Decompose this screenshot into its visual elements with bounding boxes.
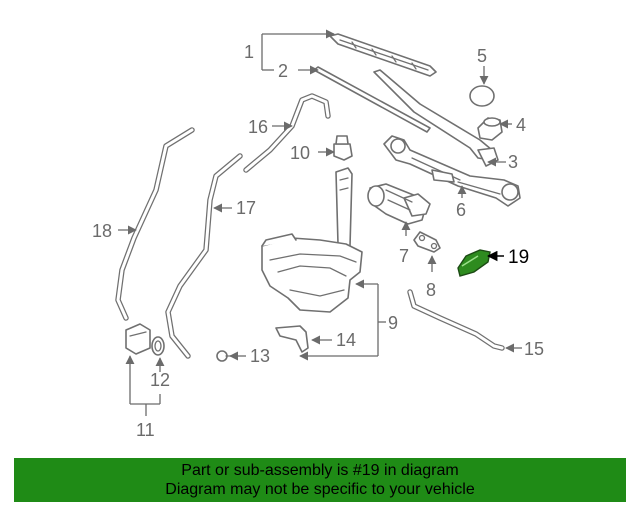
motor-link-part (413, 231, 441, 253)
callout-7: 7 (399, 246, 409, 266)
callout-1: 1 (244, 42, 254, 62)
wiper-linkage-part (383, 135, 521, 207)
nut-cover-part (477, 117, 503, 141)
callout-9: 9 (388, 313, 398, 333)
banner-line-1: Part or sub-assembly is #19 in diagram (181, 462, 459, 479)
callout-14: 14 (336, 330, 356, 350)
callout-4: 4 (516, 115, 526, 135)
callout-12: 12 (150, 370, 170, 390)
washer-hose-17 (165, 153, 243, 359)
arm-cap-part (469, 85, 495, 107)
callout-10: 10 (290, 143, 310, 163)
reservoir-bracket-part (275, 325, 309, 353)
hose-clip-part (216, 350, 233, 362)
callout-15: 15 (524, 339, 544, 359)
nozzle-hose-part (407, 289, 505, 351)
callout-2: 2 (278, 61, 288, 81)
callout-17: 17 (236, 198, 256, 218)
highlighted-part-19 (457, 249, 491, 277)
info-banner: Part or sub-assembly is #19 in diagram D… (14, 458, 626, 502)
callout-5: 5 (477, 46, 487, 66)
callout-11: 11 (136, 420, 155, 440)
washer-hose-18 (115, 127, 195, 321)
callout-leaders (118, 29, 522, 416)
wiper-motor-part (367, 183, 431, 225)
callout-6: 6 (456, 200, 466, 220)
banner-line-2: Diagram may not be specific to your vehi… (165, 481, 475, 498)
callout-18: 18 (92, 221, 112, 241)
callout-16: 16 (248, 117, 268, 137)
wiper-blade-part (329, 33, 437, 77)
washer-hose-16 (243, 93, 331, 173)
callout-13: 13 (250, 346, 270, 366)
washer-pump-part (125, 323, 151, 355)
pump-seal-part (151, 336, 165, 356)
reservoir-cap-part (333, 135, 353, 161)
callout-19: 19 (508, 247, 529, 268)
callout-3: 3 (508, 152, 518, 172)
washer-reservoir-part (261, 167, 363, 313)
callout-8: 8 (426, 280, 436, 300)
callout-labels: 1 2 3 4 5 6 7 8 9 10 11 12 13 14 15 16 1… (92, 42, 544, 440)
